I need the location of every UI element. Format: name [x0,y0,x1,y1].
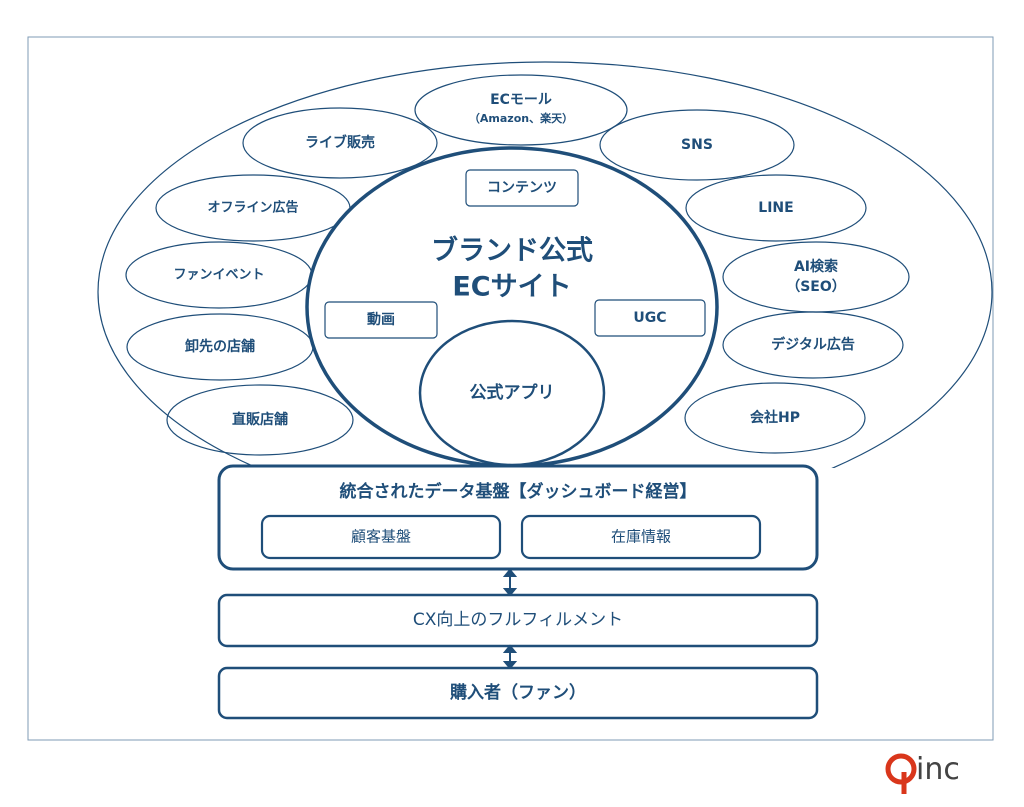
channel-fan-event: ファンイベント [125,241,313,309]
ugc-label: UGC [633,310,666,326]
channel-label: オフライン広告 [207,200,298,216]
channel-ai-search: AI検索 （SEO） [722,241,910,313]
channel-label: 会社HP [750,409,800,426]
channel-label: 直販店舗 [232,411,288,428]
brand-ec-site: ブランド公式 ECサイト コンテンツ 動画 UGC 公式アプリ [305,146,719,468]
ugc-box: UGC [594,299,706,337]
channel-ec-mall: ECモール （Amazon、楽天） [414,74,628,146]
inventory-label: 在庫情報 [611,528,671,546]
channel-label: SNS [681,137,713,153]
inventory-box: 在庫情報 [520,514,762,560]
data-platform-title: 統合されたデータ基盤【ダッシュボード経営】 [340,481,697,502]
video-box: 動画 [324,301,438,339]
channel-direct-store: 直販店舗 [166,384,354,456]
channel-label: ECモール [490,92,552,108]
channel-sublabel: （SEO） [786,279,846,295]
channel-label: 卸先の店舗 [185,338,255,355]
channel-label: ファンイベント [173,268,264,283]
channel-company-hp: 会社HP [684,382,866,454]
double-arrow-icon [502,568,518,597]
customer-base-box: 顧客基盤 [260,514,502,560]
outer-ellipse [97,61,993,468]
brand-title: ブランド公式 [431,235,593,267]
buyer-box: 購入者（ファン） [217,666,819,720]
company-logo: inc [916,752,960,787]
channel-offline-ad: オフライン広告 [155,174,351,242]
brand-title: ECサイト [452,272,571,303]
channel-label: ライブ販売 [305,134,375,151]
logo-mark-icon [885,753,917,794]
channel-wholesale: 卸先の店舗 [126,313,314,381]
channel-label: AI検索 [794,258,838,275]
fulfillment-box: CX向上のフルフィルメント [217,593,819,648]
channel-line: LINE [685,174,867,242]
contents-label: コンテンツ [487,180,557,196]
official-app: 公式アプリ [418,319,606,467]
video-label: 動画 [367,311,395,328]
contents-box: コンテンツ [465,169,579,207]
frame [27,36,994,741]
data-platform: 統合されたデータ基盤【ダッシュボード経営】 顧客基盤 在庫情報 [217,464,819,571]
channel-live: ライブ販売 [242,107,438,179]
channel-label: デジタル広告 [771,336,855,353]
fulfillment-label: CX向上のフルフィルメント [413,610,623,630]
channel-sublabel: （Amazon、楽天） [469,111,573,125]
customer-base-label: 顧客基盤 [351,528,411,546]
channel-digital-ad: デジタル広告 [722,311,904,379]
channel-label: LINE [758,200,793,216]
double-arrow-icon [502,644,518,670]
buyer-label: 購入者（ファン） [450,682,586,703]
channel-sns: SNS [599,109,795,181]
official-app-label: 公式アプリ [470,382,555,403]
